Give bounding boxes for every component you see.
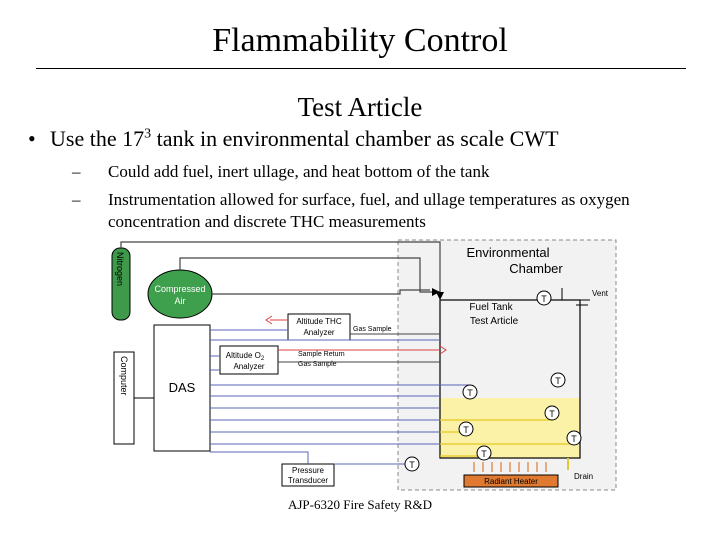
sub-bullet-text: Instrumentation allowed for surface, fue… xyxy=(108,190,630,231)
bullet-text-post: tank in environmental chamber as scale C… xyxy=(151,126,559,151)
thermocouple-label: T xyxy=(555,376,561,386)
thermocouple-label: T xyxy=(463,425,469,435)
gas-sample-label: Gas Sample xyxy=(353,326,392,333)
thermocouple-icon xyxy=(536,290,552,306)
radiant-heater xyxy=(463,474,559,488)
thermocouple-label: T xyxy=(409,460,415,470)
title-divider xyxy=(36,68,686,69)
o2-analyzer-box xyxy=(219,345,279,375)
thermocouple-label: T xyxy=(481,449,487,459)
computer-label: Computer xyxy=(119,356,129,396)
pressure-transducer-label-line1: Pressure xyxy=(292,466,325,475)
das-label: DAS xyxy=(169,380,196,395)
thermocouple-icon xyxy=(566,430,582,446)
chamber-label-line2: Chamber xyxy=(509,261,563,276)
slide-title: Flammability Control xyxy=(212,22,508,59)
fuel-tank xyxy=(439,299,581,459)
o2-analyzer-label-line1: Altitude O2 xyxy=(226,351,265,362)
vent-label: Vent xyxy=(592,289,609,298)
sample-return-label: Sample Return xyxy=(298,351,345,358)
supply-arrows xyxy=(432,288,444,300)
thc-analyzer-label-line1: Altitude THC xyxy=(296,317,341,326)
radiant-heater-label: Radiant Heater xyxy=(484,477,538,486)
dash-marker: – xyxy=(72,162,81,181)
chamber-label-line1: Environmental xyxy=(466,245,549,260)
compressed-air-label-line2: Air xyxy=(175,296,186,306)
bullet-superscript: 3 xyxy=(144,126,152,142)
flow-arrows xyxy=(265,315,447,355)
drain-label: Drain xyxy=(574,472,593,481)
thermocouple-icon xyxy=(550,372,566,388)
sample-lines xyxy=(270,319,440,363)
gas-sample-2-label: Gas Sample xyxy=(298,361,337,368)
slide-subtitle: Test Article xyxy=(297,92,423,122)
sub-bullet: – Could add fuel, inert ullage, and heat… xyxy=(72,161,682,183)
thc-analyzer-box xyxy=(287,313,351,341)
sub-bullet: – Instrumentation allowed for surface, f… xyxy=(72,189,682,233)
thermocouple-label: T xyxy=(467,388,473,398)
bullet-marker: • xyxy=(28,126,36,151)
das-box xyxy=(153,324,211,452)
bullet-text-pre: Use the 17 xyxy=(50,126,145,151)
fuel-tank-label-line2: Test Article xyxy=(470,316,519,327)
compressed-air-label-line1: Compressed xyxy=(154,284,205,294)
compressed-air-tank xyxy=(147,269,213,319)
thermocouple-icon xyxy=(458,421,474,437)
thermocouple-label: T xyxy=(549,409,555,419)
thermocouple-icon xyxy=(404,456,420,472)
slide-footer: AJP-6320 Fire Safety R&D xyxy=(287,497,433,512)
thc-analyzer-label-line2: Analyzer xyxy=(303,328,334,337)
thermocouple-icon xyxy=(462,384,478,400)
thermocouples: T T T T T T T T xyxy=(404,290,582,472)
thermocouple-icon xyxy=(544,405,560,421)
fuel-tank-label-line1: Fuel Tank xyxy=(469,302,513,313)
thermocouple-label: T xyxy=(541,294,547,304)
thermocouple-label: T xyxy=(571,434,577,444)
nitrogen-label: Nitrogen xyxy=(115,252,125,286)
pressure-transducer-label-line2: Transducer xyxy=(288,476,329,485)
instrument-wires xyxy=(210,329,470,465)
o2-analyzer-label-line2: Analyzer xyxy=(233,362,264,371)
thermocouple-icon xyxy=(476,445,492,461)
main-bullet: • Use the 173 tank in environmental chamb… xyxy=(28,126,559,152)
dash-marker: – xyxy=(72,190,81,209)
heat-arrows xyxy=(473,462,547,472)
sub-bullet-text: Could add fuel, inert ullage, and heat b… xyxy=(108,162,490,181)
supply-lines xyxy=(120,241,441,300)
